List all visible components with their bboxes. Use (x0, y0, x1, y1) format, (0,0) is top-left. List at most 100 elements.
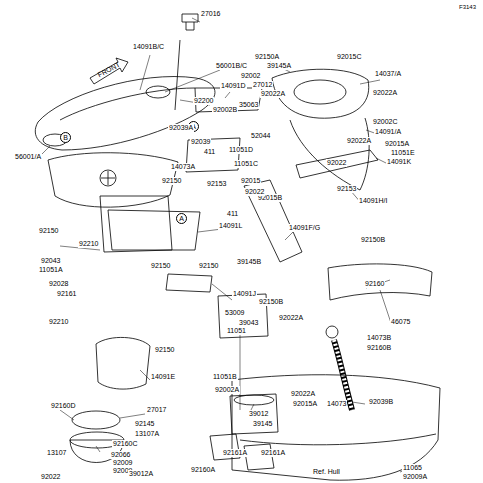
callout-number: 92150 (38, 227, 59, 235)
callout-number: 92015A (292, 400, 318, 408)
callout-number: 92161A (222, 449, 248, 457)
callout-number: 39145A (266, 62, 292, 70)
callout-number: 27012 (252, 81, 273, 89)
callout-number: 11051D (228, 146, 254, 154)
callout-number: 14091L (218, 222, 243, 230)
callout-number: 92160 (364, 280, 385, 288)
figure-code: F3143 (458, 3, 477, 11)
callout-number: 92153 (336, 185, 357, 193)
mat (108, 210, 200, 250)
callout-number: 92022 (244, 188, 265, 196)
callout-number: 92160D (50, 402, 77, 410)
callout-number: 14037/A (374, 70, 402, 78)
callout-number: 92002C (372, 118, 399, 126)
callout-number: 92066 (110, 451, 131, 459)
callout-number: 11051C (233, 160, 259, 168)
front-arrow (90, 58, 128, 84)
callout-number: 14091H/I (358, 197, 388, 205)
callout-number: 46075 (390, 318, 411, 326)
dashboard (272, 69, 369, 118)
callout-number: 14073A (170, 163, 196, 171)
callout-number: 11051A (38, 266, 64, 274)
seat (35, 77, 215, 150)
callout-number: 92022A (346, 137, 372, 145)
callout-number: 92002B (212, 106, 238, 114)
side-trim (296, 150, 378, 178)
callout-number: 14091B/C (132, 43, 165, 51)
callout-number: 52044 (250, 132, 271, 140)
callout-number: 11065 (402, 464, 423, 472)
callout-number: 39012 (248, 410, 269, 418)
callout-number: 92022A (290, 390, 316, 398)
callout-number: 92153 (206, 180, 227, 188)
callout-number: 11051E (390, 149, 416, 157)
callout-number: 92009 (112, 459, 133, 467)
hood-cover (290, 118, 369, 190)
callout-number: 56001B/C (215, 62, 248, 70)
grab-rail (328, 264, 432, 300)
callout-number: 92161 (56, 290, 77, 298)
storage-bag (100, 196, 172, 252)
callout-number: 92002 (240, 72, 261, 80)
hull-line (240, 434, 436, 445)
seat-seam (60, 88, 195, 120)
hull (232, 375, 440, 480)
leader-lines (40, 18, 420, 474)
callout-number: 92210 (78, 240, 99, 248)
reference-letter: A (176, 213, 187, 224)
callout-number: 92160A (190, 466, 216, 474)
callout-number: 11051B (212, 373, 238, 381)
hose-clamp (326, 326, 338, 338)
callout-number: 92015C (336, 53, 363, 61)
callout-number: 92022 (40, 473, 61, 481)
callout-number: 92150 (150, 262, 171, 270)
callout-number: 92002A (214, 386, 240, 394)
callout-number: 92022 (326, 159, 347, 167)
callout-number: 92022A (278, 314, 304, 322)
callout-number: 27017 (146, 406, 167, 414)
callout-number: 39043 (238, 319, 259, 327)
callout-number: 92015A (384, 140, 410, 148)
callout-number: 13107 (46, 449, 67, 457)
callout-number: 92200 (193, 97, 214, 105)
seat-knob (146, 86, 170, 98)
callout-number: 92022A (260, 90, 286, 98)
callout-number: 92028 (48, 280, 69, 288)
callout-number: 92039A (168, 124, 194, 132)
callout-number: 39145 (252, 420, 273, 428)
callout-number: 92161A (260, 449, 286, 457)
lock-knob (182, 14, 198, 30)
callout-number: 92022A (372, 89, 398, 97)
callout-number: 56001/A (14, 153, 42, 161)
callout-number: 411 (203, 148, 216, 156)
callout-number: 92015 (240, 177, 261, 185)
callout-number: 92160B (366, 344, 392, 352)
side-pad (244, 180, 302, 262)
callout-number: 92160C (112, 440, 139, 448)
bracket (166, 274, 212, 292)
callout-number: 92150A (254, 53, 280, 61)
tray-hole (100, 170, 116, 186)
seat-tray (48, 153, 178, 207)
callout-number: 53009 (224, 309, 245, 317)
reference-letter: B (60, 132, 71, 143)
front-mark: FRONT (96, 60, 123, 79)
callout-number: 35063 (238, 101, 259, 109)
seat-rod (175, 40, 180, 110)
callout-number: 14091J (232, 290, 257, 298)
callout-number: 92039B (368, 398, 394, 406)
gauge-window (294, 80, 346, 104)
callout-number: 92150B (258, 298, 284, 306)
callout-number: 11051 (226, 327, 247, 335)
tray-hole (101, 171, 115, 185)
callout-number: 14091K (386, 158, 412, 166)
callout-number: 14073 (326, 400, 347, 408)
cap (72, 411, 120, 429)
callout-number: 92150 (154, 346, 175, 354)
callout-number: 92043 (40, 257, 61, 265)
callout-number: 92150 (198, 262, 219, 270)
callout-number: 27016 (200, 10, 221, 18)
callout-number: 92210 (48, 318, 69, 326)
callout-number: 14091D (220, 82, 247, 90)
callout-number: 92150 (161, 177, 182, 185)
